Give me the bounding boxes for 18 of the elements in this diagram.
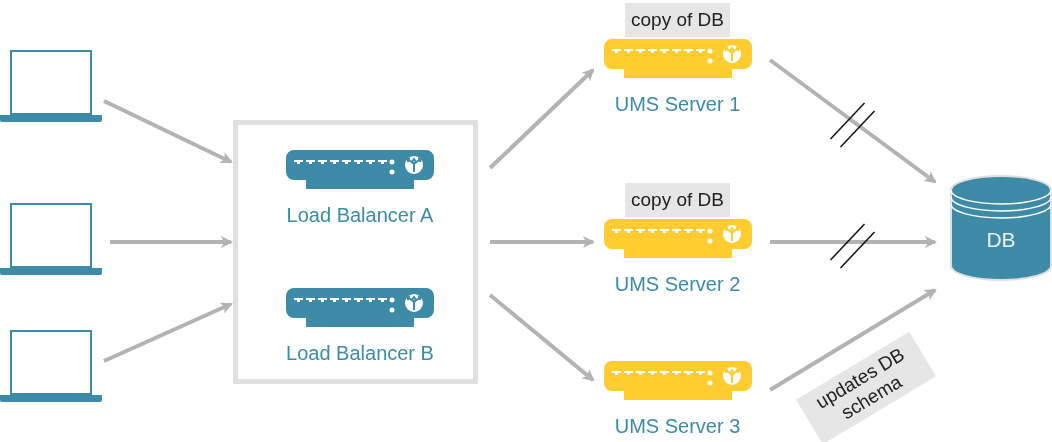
node-label: UMS Server 3 (614, 415, 741, 437)
node-label: DB (986, 227, 1016, 254)
group-frame (233, 120, 478, 384)
arrow (103, 99, 233, 164)
arrow (488, 293, 595, 382)
arrow (768, 288, 937, 392)
arrow (768, 58, 937, 184)
note-label: copy of DB (625, 183, 730, 217)
node-label: UMS Server 2 (614, 273, 741, 295)
arrow (488, 68, 595, 170)
arrow (103, 302, 233, 363)
node-label: Load Balancer B (286, 342, 434, 364)
node-label: Load Balancer A (286, 204, 434, 226)
note-label: copy of DB (625, 3, 730, 37)
arrow (110, 236, 233, 248)
node-label: UMS Server 1 (614, 93, 741, 115)
arrow (490, 236, 595, 248)
arrow (770, 236, 937, 248)
